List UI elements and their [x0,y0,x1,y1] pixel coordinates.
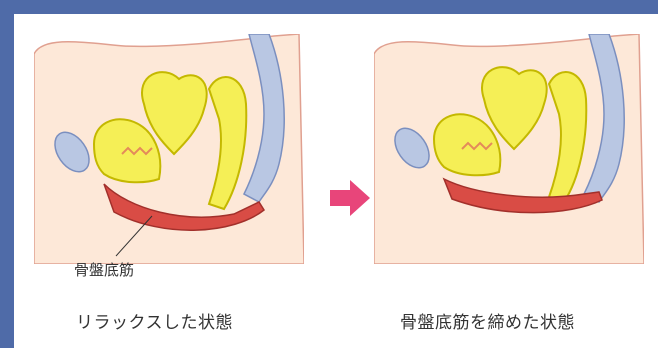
pelvis-contracted-illustration [374,34,644,264]
pelvis-relaxed-illustration [34,34,304,264]
relaxed-caption: リラックスした状態 [76,308,233,333]
pelvic-floor-muscle-label: 骨盤底筋 [74,259,134,280]
illustration-frame: 骨盤底筋 リラックスした状態 骨盤底筋を締めた状態 [14,14,658,348]
right-arrow-icon [330,180,370,220]
contracted-caption: 骨盤底筋を締めた状態 [400,308,575,333]
